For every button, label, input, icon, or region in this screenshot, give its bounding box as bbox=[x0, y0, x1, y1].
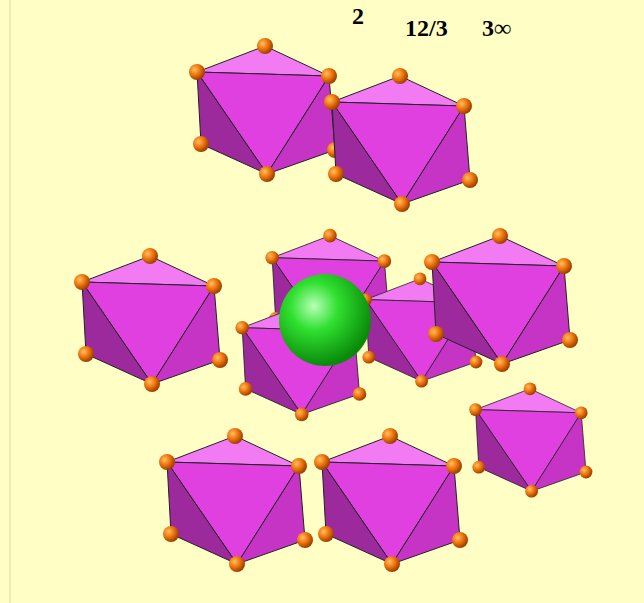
formula-text: 12/3 bbox=[405, 16, 448, 40]
formula-text: 3∞ bbox=[482, 16, 511, 40]
central-cation bbox=[279, 274, 371, 366]
formula-text: 2 bbox=[352, 4, 364, 28]
